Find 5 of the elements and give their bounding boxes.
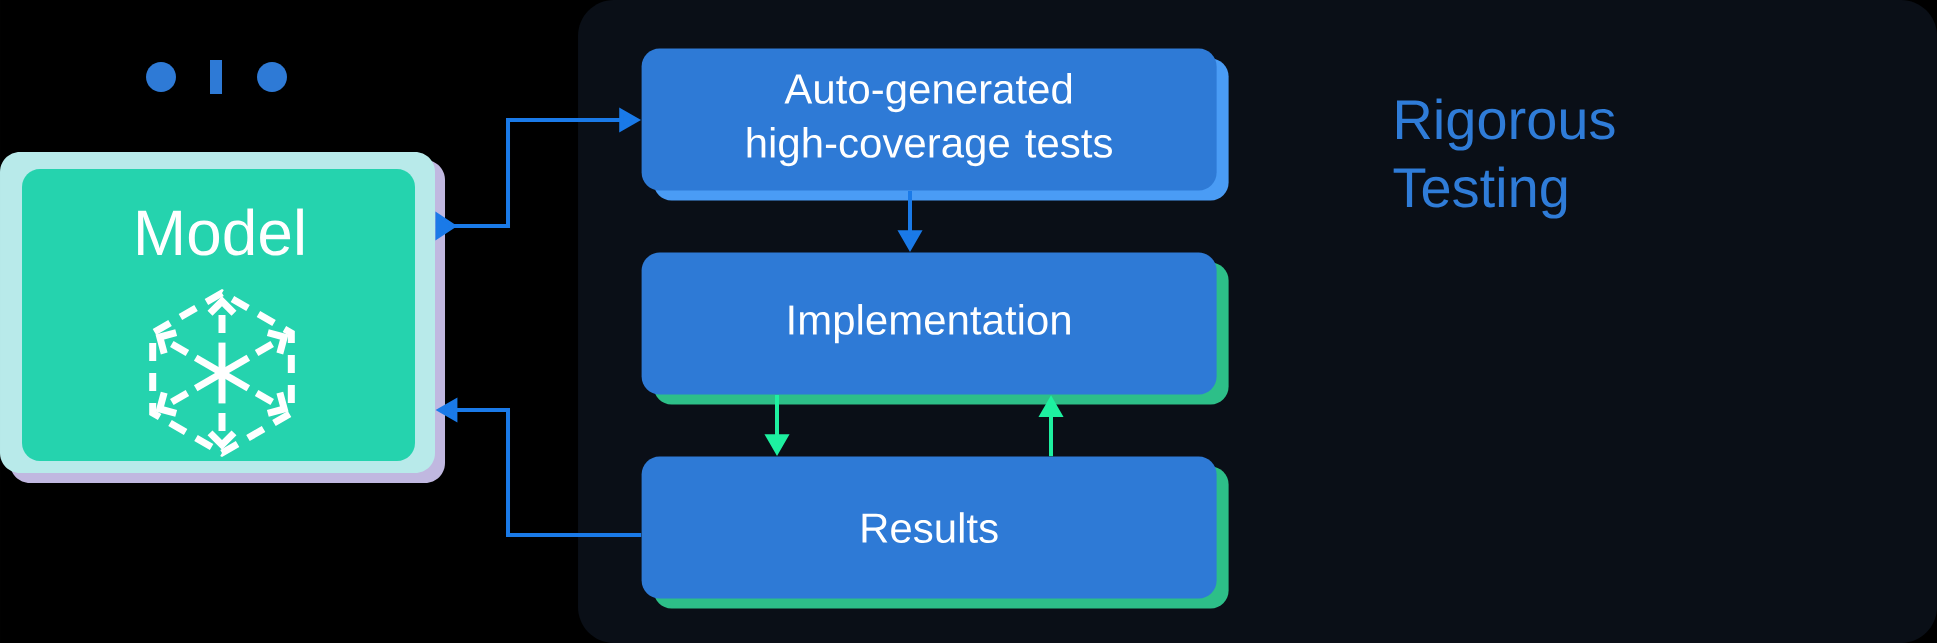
- model-box: Model: [0, 152, 445, 483]
- panel-title: Rigorous Testing: [1393, 98, 1615, 219]
- process-box: Auto-generated high-coverage tests: [641, 48, 1229, 201]
- process-box: Implementation: [641, 252, 1229, 405]
- process-box: Results: [641, 456, 1229, 609]
